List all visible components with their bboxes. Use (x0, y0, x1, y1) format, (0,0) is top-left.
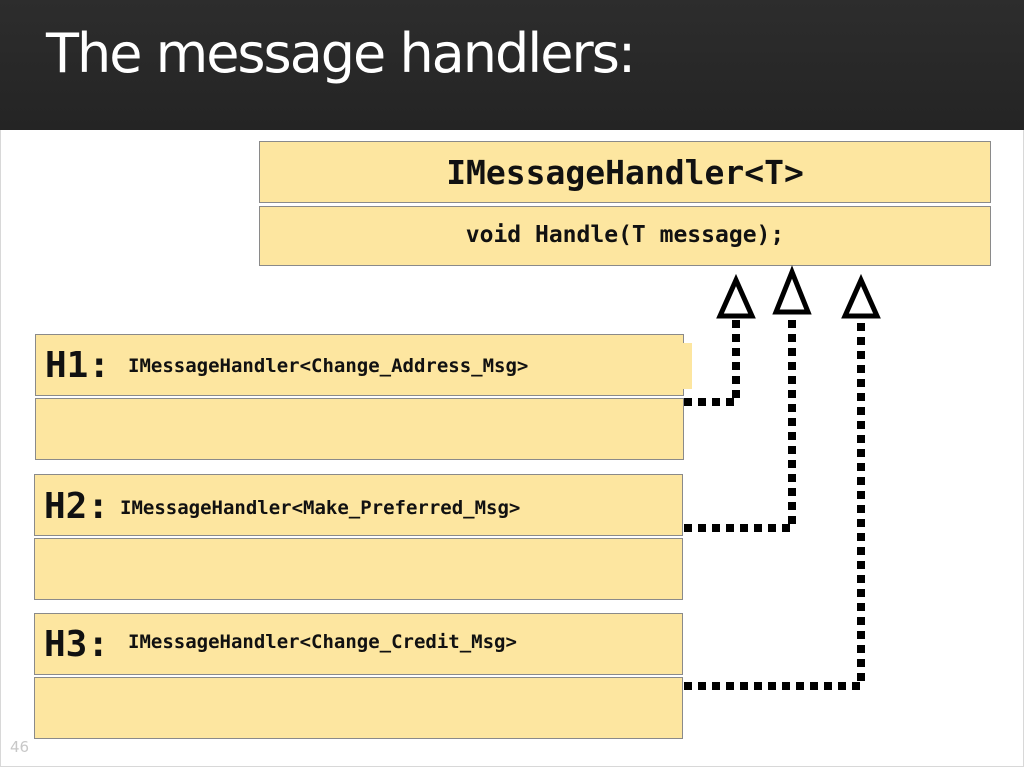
page-number: 46 (10, 738, 30, 756)
arrowhead-h2 (772, 265, 812, 315)
arrowhead-h3 (841, 273, 881, 319)
handler-3-interface: IMessageHandler<Change_Credit_Msg> (120, 620, 672, 664)
connector-h2 (684, 316, 796, 532)
handler-3-id: H3: (44, 624, 110, 665)
handler-1-interface: IMessageHandler<Change_Address_Msg> (120, 343, 692, 389)
handler-2-interface: IMessageHandler<Make_Preferred_Msg> (112, 485, 682, 531)
connector-h1 (684, 318, 740, 406)
slide-title: The message handlers: (46, 22, 636, 85)
interface-method-box: void Handle(T message); (259, 206, 991, 266)
arrowhead-h1 (716, 273, 756, 319)
interface-name-box: IMessageHandler<T> (259, 141, 991, 203)
handler-2-body-box (34, 538, 683, 600)
handler-1-id: H1: (45, 345, 111, 386)
title-bar: The message handlers: (0, 0, 1024, 130)
handler-1-body-box (35, 398, 684, 460)
connector-h3 (684, 318, 865, 690)
handler-3-body-box (34, 677, 683, 739)
handler-2-id: H2: (44, 486, 110, 527)
